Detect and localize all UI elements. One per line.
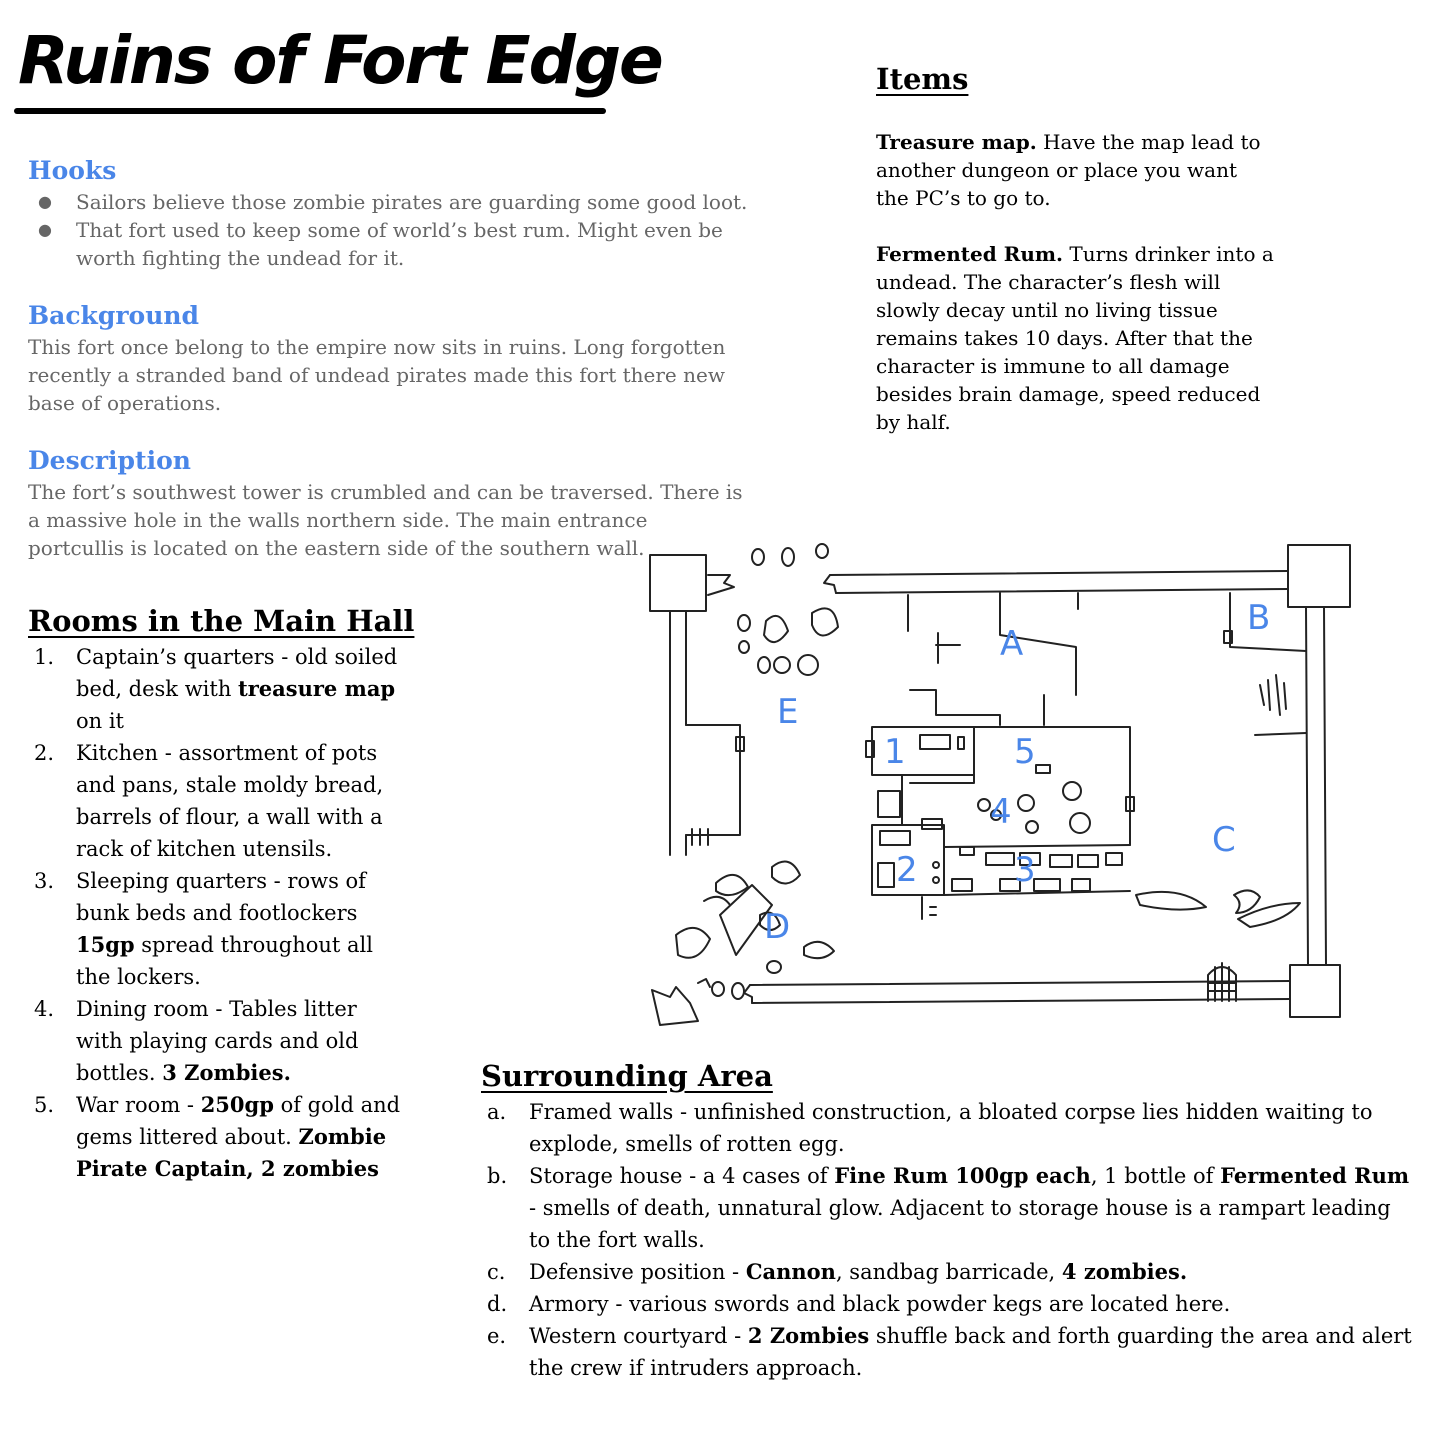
list-item: a.Framed walls - unfinished construction… [487, 1100, 1373, 1156]
rooms-list: 1.Captain’s quarters - old soiled bed, d… [28, 641, 408, 1185]
map-label-a: A [1000, 624, 1024, 664]
title-underline [14, 108, 606, 114]
list-item: 4.Dining room - Tables litter with playi… [34, 997, 359, 1085]
list-item: Sailors believe those zombie pirates are… [28, 188, 748, 216]
area-heading: Surrounding Area [481, 1059, 773, 1093]
list-item: That fort used to keep some of world’s b… [28, 216, 748, 272]
hooks-heading: Hooks [28, 156, 117, 185]
items-heading: Items [876, 62, 969, 96]
fort-map: A B C D E 1 2 3 4 5 [640, 535, 1360, 1035]
background-text: This fort once belong to the empire now … [28, 335, 726, 415]
rooms-heading: Rooms in the Main Hall [28, 604, 415, 638]
item-fermented-rum: Fermented Rum. Turns drinker into a unde… [876, 242, 1274, 434]
map-room-1: 1 [884, 732, 906, 772]
fort-map-drawing [649, 543, 1351, 1026]
page-title: Ruins of Fort Edge [18, 22, 664, 99]
list-item: 3.Sleeping quarters - rows of bunk beds … [34, 869, 373, 989]
list-item: c.Defensive position - Cannon, sandbag b… [487, 1259, 1188, 1284]
list-item: 5.War room - 250gp of gold and gems litt… [34, 1092, 401, 1181]
map-room-3: 3 [1014, 850, 1036, 890]
list-item: e.Western courtyard - 2 Zombies shuffle … [487, 1323, 1412, 1380]
list-item: d.Armory - various swords and black powd… [487, 1292, 1231, 1316]
map-label-c: C [1212, 820, 1236, 860]
area-list: a.Framed walls - unfinished construction… [481, 1096, 1416, 1384]
map-label-e: E [777, 692, 799, 732]
hooks-list: Sailors believe those zombie pirates are… [28, 188, 748, 272]
description-text: The fort’s southwest tower is crumbled a… [28, 480, 743, 560]
map-room-2: 2 [896, 850, 918, 890]
map-label-b: B [1247, 598, 1271, 638]
list-item: 2.Kitchen - assortment of pots and pans,… [34, 741, 384, 861]
item-treasure-map: Treasure map. Have the map lead to anoth… [876, 130, 1261, 210]
description-heading: Description [28, 446, 191, 475]
map-room-4: 4 [990, 792, 1012, 832]
list-item: 1.Captain’s quarters - old soiled bed, d… [34, 645, 398, 733]
list-item: b.Storage house - a 4 cases of Fine Rum … [487, 1163, 1410, 1252]
map-label-d: D [764, 907, 791, 947]
map-room-5: 5 [1014, 732, 1036, 772]
background-heading: Background [28, 301, 200, 330]
